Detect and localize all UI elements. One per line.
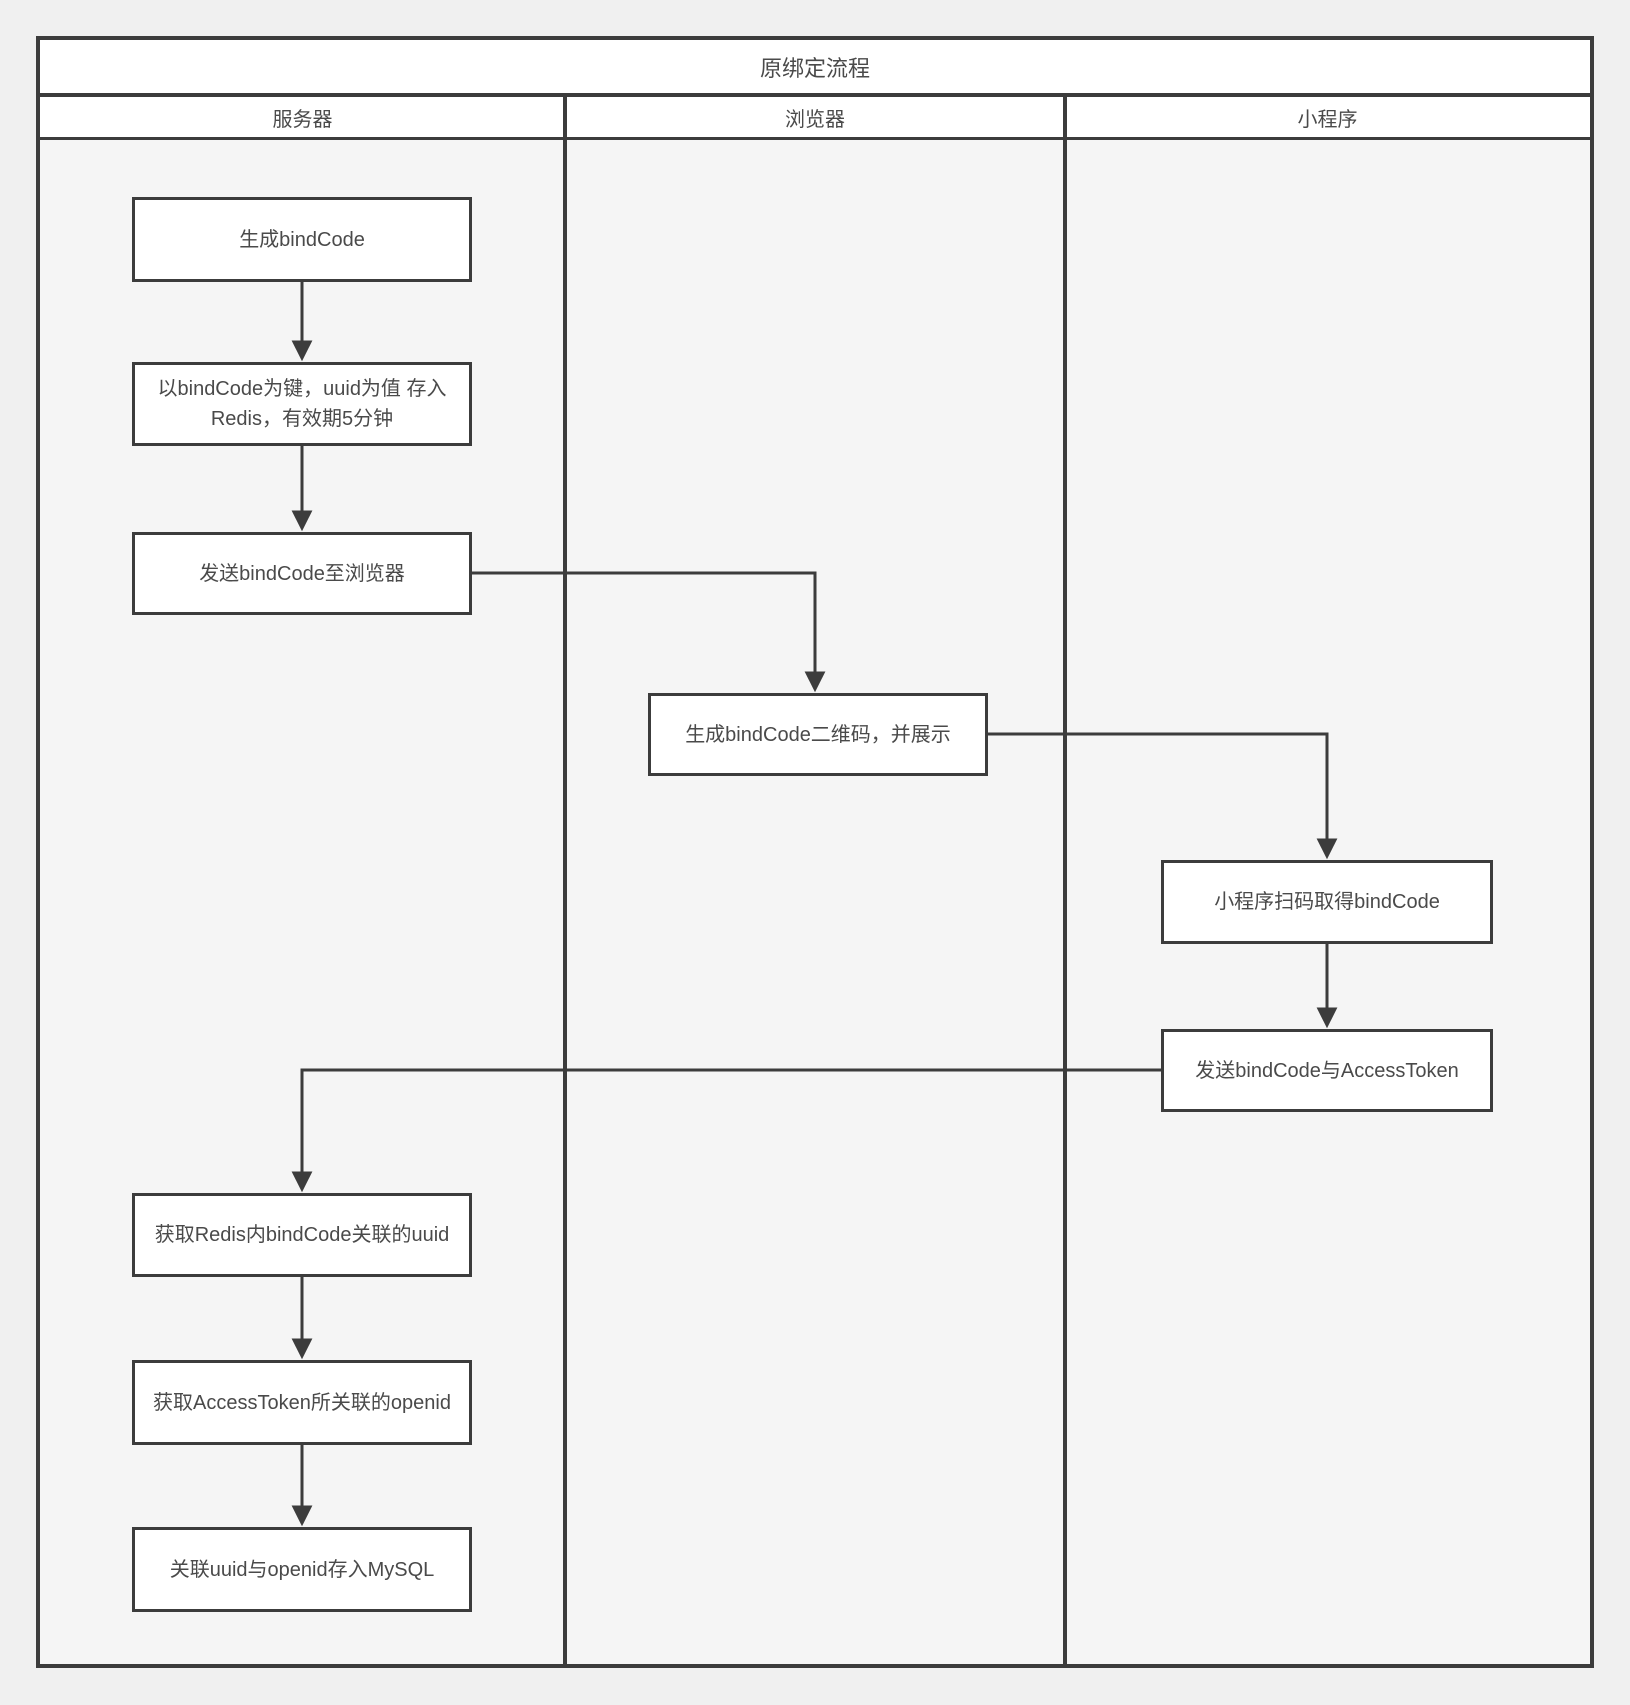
node-get-openid: 获取AccessToken所关联的openid xyxy=(132,1360,472,1445)
lane-header-browser: 浏览器 xyxy=(785,108,845,131)
lane-divider-1 xyxy=(563,97,567,1664)
node-store-redis: 以bindCode为键，uuid为值 存入 Redis，有效期5分钟 xyxy=(132,362,472,446)
node-label: 关联uuid与openid存入MySQL xyxy=(169,1558,435,1581)
node-label: 生成bindCode二维码，并展示 xyxy=(685,723,951,746)
node-label: 发送bindCode至浏览器 xyxy=(199,562,405,585)
lane-divider-2 xyxy=(1063,97,1067,1664)
node-label: 小程序扫码取得bindCode xyxy=(1214,891,1440,913)
node-label-line1: 以bindCode为键，uuid为值 存入 xyxy=(157,378,447,400)
diagram-title: 原绑定流程 xyxy=(759,55,870,81)
node-generate-qrcode: 生成bindCode二维码，并展示 xyxy=(648,693,988,776)
node-send-bindcode-to-browser: 发送bindCode至浏览器 xyxy=(132,532,472,615)
node-save-mysql: 关联uuid与openid存入MySQL xyxy=(132,1527,472,1612)
node-scan-qrcode: 小程序扫码取得bindCode xyxy=(1161,860,1493,944)
node-label: 获取AccessToken所关联的openid xyxy=(153,1391,451,1414)
diagram-title-bar: 原绑定流程 xyxy=(40,40,1590,97)
node-generate-bindcode: 生成bindCode xyxy=(132,197,472,282)
node-label-line2: Redis，有效期5分钟 xyxy=(210,408,394,430)
node-send-bindcode-accesstoken: 发送bindCode与AccessToken xyxy=(1161,1029,1493,1112)
lane-header-server: 服务器 xyxy=(272,108,333,131)
node-label: 发送bindCode与AccessToken xyxy=(1195,1059,1459,1082)
lane-header-row: 服务器 浏览器 小程序 xyxy=(40,97,1590,140)
lane-header-miniprogram: 小程序 xyxy=(1297,108,1358,131)
node-get-uuid-from-redis: 获取Redis内bindCode关联的uuid xyxy=(132,1193,472,1277)
node-label: 生成bindCode xyxy=(239,228,365,251)
node-label: 获取Redis内bindCode关联的uuid xyxy=(154,1224,450,1246)
